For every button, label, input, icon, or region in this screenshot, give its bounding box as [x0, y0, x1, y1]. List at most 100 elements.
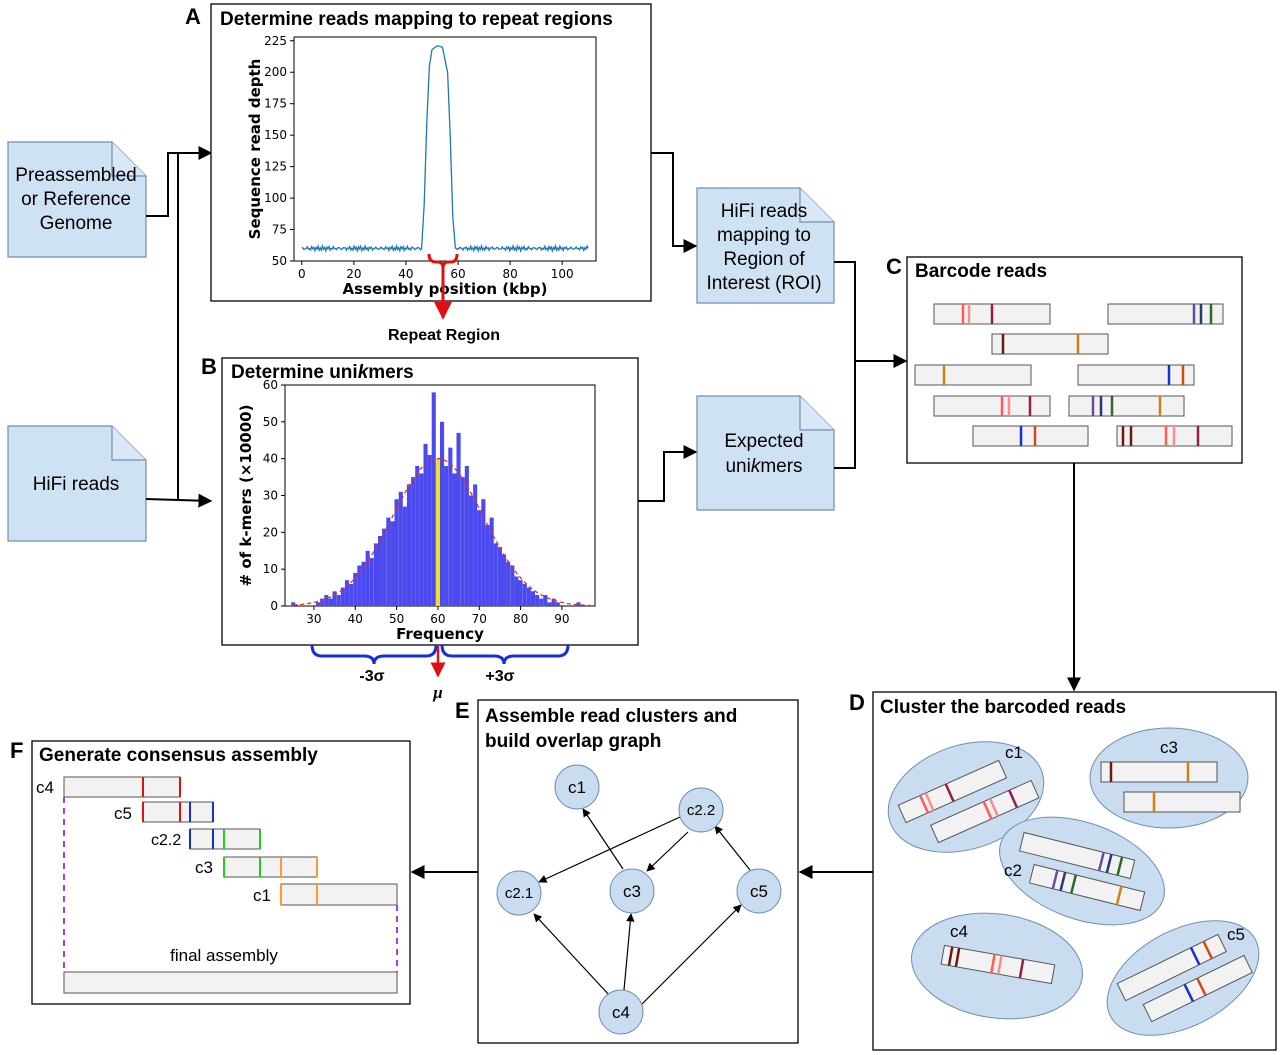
hist-bar — [535, 595, 540, 606]
hist-x-tick-label: 50 — [389, 612, 404, 626]
hist-bar — [440, 421, 445, 606]
hist-bar — [485, 525, 490, 606]
unikmers-line-2: unikmers — [725, 456, 802, 477]
depth-y-tick-label: 150 — [264, 128, 287, 142]
panel-d-title: Cluster the barcoded reads — [880, 697, 1126, 718]
hist-bar — [423, 443, 428, 606]
hist-y-tick-label: 20 — [263, 525, 278, 539]
hist-bar — [510, 565, 515, 606]
hist-bar — [456, 432, 461, 606]
hist-bar — [427, 455, 432, 606]
node-c1: c1 — [554, 764, 600, 810]
hist-bar — [361, 561, 366, 606]
hist-bar — [460, 477, 465, 606]
hifi-reads-document: HiFi reads — [7, 425, 147, 542]
hist-bar — [411, 477, 416, 606]
cluster-c1: c1 — [887, 741, 1045, 853]
depth-y-axis-label: Sequence read depth — [246, 59, 264, 240]
depth-y-tick-label: 100 — [264, 191, 287, 205]
hist-y-tick-label: 10 — [263, 562, 278, 576]
depth-x-tick-label: 0 — [298, 267, 306, 281]
hist-y-tick-label: 40 — [263, 452, 278, 466]
hist-bar — [435, 458, 440, 606]
hist-bar — [336, 595, 341, 606]
hist-x-tick-label: 30 — [306, 612, 321, 626]
cluster-c2: c2 — [999, 816, 1165, 926]
hist-y-tick-label: 50 — [263, 415, 278, 429]
hist-bar — [502, 554, 507, 606]
hist-y-tick-label: 30 — [263, 489, 278, 503]
cluster-c1-label: c1 — [1005, 743, 1023, 762]
hist-bar — [344, 580, 349, 606]
hist-bar — [543, 595, 548, 606]
hist-bar — [390, 521, 395, 606]
hist-y-tick-label: 60 — [263, 378, 278, 392]
sigma-braces — [310, 644, 570, 665]
depth-x-tick-label: 60 — [450, 267, 465, 281]
hist-bar — [316, 602, 321, 606]
hist-bar — [320, 598, 325, 606]
repeat-region-label: Repeat Region — [388, 327, 500, 344]
roi-line-2: mapping to — [717, 225, 811, 246]
mu-label: μ — [432, 683, 442, 702]
panel-a-title: Determine reads mapping to repeat region… — [220, 9, 613, 30]
cluster-c2-label: c2 — [1004, 861, 1022, 880]
contig-label-c4: c4 — [36, 778, 54, 797]
hist-bar — [506, 561, 511, 606]
node-c3-label: c3 — [623, 882, 641, 901]
genome-line-2: or Reference — [21, 189, 131, 210]
panel-e-letter: E — [455, 698, 470, 723]
hist-bar — [576, 602, 581, 606]
plus-3-sigma-label: +3σ — [485, 668, 514, 685]
hist-bar — [481, 499, 486, 606]
hist-bar — [357, 565, 362, 606]
hist-bar — [373, 543, 378, 606]
hist-bar — [353, 572, 358, 606]
depth-x-axis-label: Assembly position (kbp) — [343, 280, 548, 298]
panel-f-title: Generate consensus assembly — [39, 745, 318, 766]
hist-bar — [444, 466, 449, 606]
final-assembly-bar — [63, 971, 398, 994]
contig-label-c2-2: c2.2 — [151, 832, 181, 849]
overlap-graph-edges — [533, 808, 751, 1005]
hist-x-tick-label: 70 — [472, 612, 487, 626]
hist-bar — [406, 484, 411, 606]
panel-c-letter: C — [886, 254, 902, 279]
cluster-c4: c4 — [911, 912, 1083, 1020]
roi-line-3: Region of — [723, 249, 805, 270]
hist-bar — [497, 547, 502, 606]
node-c2-1-label: c2.1 — [505, 885, 533, 902]
depth-x-tick-label: 100 — [551, 267, 574, 281]
cluster-c4-label: c4 — [950, 922, 968, 941]
hist-x-tick-label: 90 — [554, 612, 569, 626]
hist-bar — [452, 473, 457, 606]
hist-bar — [398, 491, 403, 606]
roi-reads-document: HiFi reads mapping to Region of Interest… — [696, 187, 835, 304]
node-c2-2-label: c2.2 — [687, 802, 715, 819]
roi-line-1: HiFi reads — [721, 201, 808, 222]
node-c5-label: c5 — [750, 882, 768, 901]
panel-f: F Generate consensus assembly — [10, 738, 411, 1005]
cluster-c5-label: c5 — [1227, 925, 1245, 944]
hist-bar — [464, 466, 469, 606]
hist-bar — [378, 536, 383, 606]
hist-bar — [365, 550, 370, 607]
hist-x-tick-label: 60 — [430, 612, 445, 626]
hist-x-tick-label: 40 — [348, 612, 363, 626]
roi-line-4: Interest (ROI) — [706, 273, 821, 294]
depth-plot-frame — [293, 36, 597, 262]
barcoded-reads — [914, 303, 1233, 447]
hist-bar — [489, 517, 494, 606]
panel-d-letter: D — [849, 690, 865, 715]
depth-x-tick-label: 20 — [346, 267, 361, 281]
input-connectors — [145, 146, 213, 508]
hist-y-axis-label: # of k-mers (×10000) — [237, 405, 255, 587]
panel-c-title: Barcode reads — [915, 261, 1047, 282]
panel-b-letter: B — [201, 354, 217, 379]
depth-y-tick-label: 75 — [272, 223, 287, 237]
hist-normal-fit — [293, 458, 591, 607]
panel-d: D Cluster the barcoded reads c1 — [849, 690, 1277, 1051]
hist-bar — [448, 447, 453, 606]
